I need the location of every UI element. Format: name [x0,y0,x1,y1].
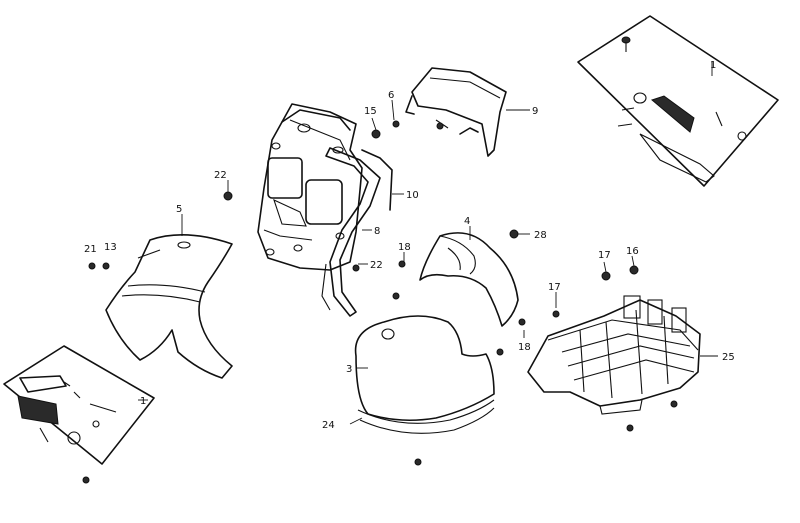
callout-24: 24 [322,420,335,431]
part-5-front-cover [105,234,233,379]
hardware-kit-top [577,15,779,187]
callout-13: 13 [104,242,117,253]
callout-25: 25 [722,352,735,363]
callout-15: 15 [364,106,377,117]
part-25-floor-panel [527,295,701,415]
callout-21: 21 [84,244,97,255]
callout-8: 8 [374,226,380,237]
part-9-upper-bracket [405,67,507,157]
callout-22b: 22 [370,260,383,271]
part-4-inner-fender [419,232,519,327]
callout-18a: 18 [398,242,411,253]
callout-9: 9 [532,106,538,117]
callout-labels: 1 1 3 4 5 6 8 9 10 13 15 16 17 17 18 18 … [84,60,735,431]
fasteners [88,120,678,466]
leader-lines [138,62,718,425]
callout-1-top: 1 [710,60,716,71]
callout-5: 5 [176,204,182,215]
callout-4: 4 [464,216,470,227]
callout-18b: 18 [518,342,531,353]
callout-6: 6 [388,90,394,101]
callout-17a: 17 [598,250,611,261]
callout-1-bottom: 1 [140,396,146,407]
callout-28: 28 [534,230,547,241]
part-8-inner-panel [257,103,363,271]
hardware-kit-bottom [3,345,155,484]
callout-3: 3 [346,364,352,375]
callout-17b: 17 [548,282,561,293]
callout-22a: 22 [214,170,227,181]
callout-16: 16 [626,246,639,257]
part-10-frame-rail [321,147,393,317]
callout-10: 10 [406,190,419,201]
part-3-front-fender [354,315,495,434]
